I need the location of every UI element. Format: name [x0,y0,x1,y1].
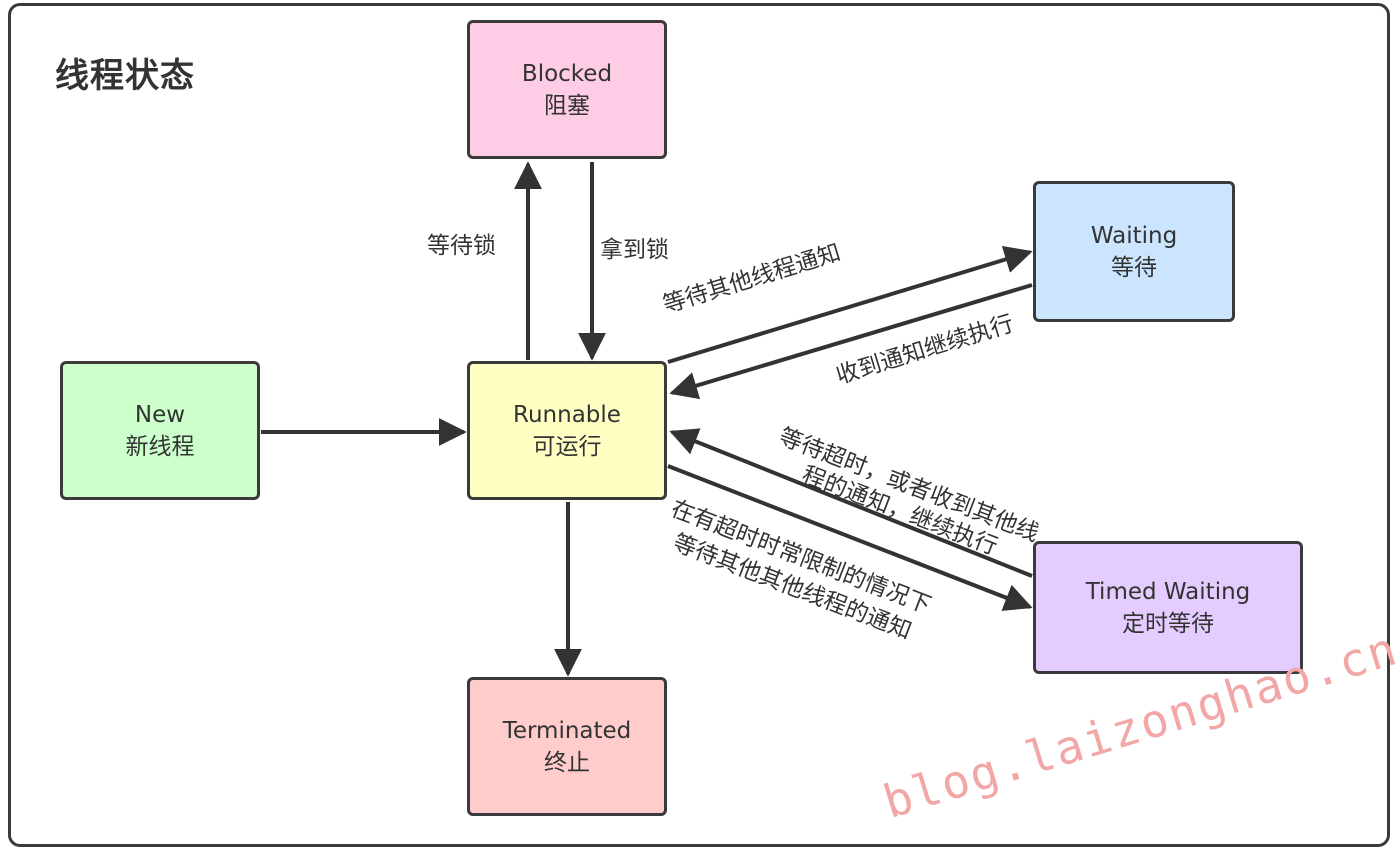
arrow-timed-to-runnable [669,428,1033,578]
state-runnable: Runnable 可运行 [467,361,667,500]
state-runnable-en: Runnable [513,401,621,428]
arrow-runnable-to-waiting [667,245,1033,364]
diagram-title: 线程状态 [55,56,195,96]
state-waiting: Waiting 等待 [1033,181,1235,322]
state-terminated-zh: 终止 [544,749,590,776]
state-runnable-zh: 可运行 [532,433,602,460]
state-new-zh: 新线程 [125,433,195,460]
arrow-runnable-to-timed [667,464,1033,611]
state-waiting-en: Waiting [1090,222,1178,249]
label-wait-lock: 等待锁 [427,233,496,259]
label-get-lock: 拿到锁 [600,237,669,263]
state-timed-waiting: Timed Waiting 定时等待 [1033,541,1303,674]
state-waiting-zh: 等待 [1111,254,1157,281]
state-blocked: Blocked 阻塞 [467,20,667,159]
arrow-waiting-to-runnable [669,283,1033,400]
state-blocked-en: Blocked [521,60,613,87]
state-timed-waiting-zh: 定时等待 [1122,610,1214,637]
state-new-en: New [134,401,186,428]
state-timed-waiting-en: Timed Waiting [1085,578,1251,605]
state-blocked-zh: 阻塞 [544,92,590,119]
state-terminated-en: Terminated [502,717,632,744]
state-new: New 新线程 [60,361,260,500]
state-terminated: Terminated 终止 [467,677,667,816]
